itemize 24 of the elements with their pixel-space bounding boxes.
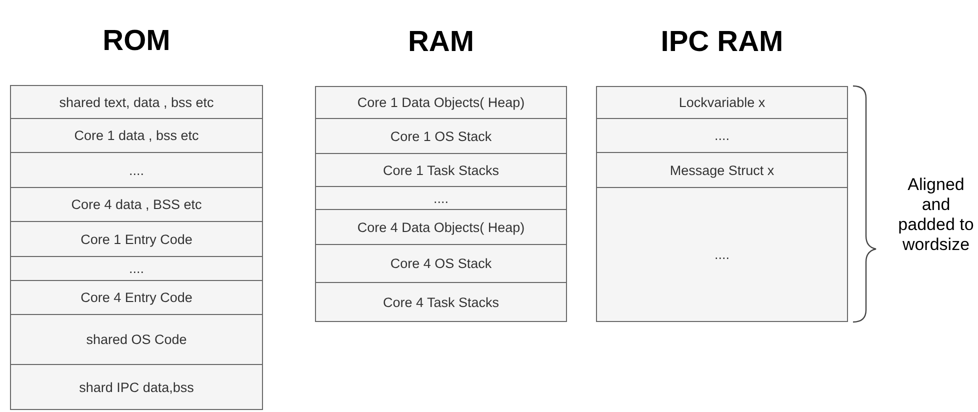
- memory-section: shared text, data , bss etc: [10, 85, 263, 119]
- memory-section: ....: [596, 118, 848, 153]
- memory-section: Core 4 Task Stacks: [315, 282, 567, 322]
- memory-section: ....: [315, 186, 567, 210]
- memory-section: Core 1 Task Stacks: [315, 153, 567, 187]
- column-heading: IPC RAM: [660, 26, 784, 59]
- memory-section: shared OS Code: [10, 314, 263, 365]
- memory-section: ....: [10, 152, 263, 188]
- memory-section: Core 4 Entry Code: [10, 280, 263, 315]
- memory-section: Core 1 OS Stack: [315, 118, 567, 154]
- memory-section: Message Struct x: [596, 152, 848, 188]
- memory-section: Core 1 data , bss etc: [10, 118, 263, 153]
- memory-section: shard IPC data,bss: [10, 364, 263, 410]
- memory-section: Core 4 data , BSS etc: [10, 187, 263, 222]
- column-heading: RAM: [406, 26, 476, 59]
- memory-section: Core 1 Data Objects( Heap): [315, 86, 567, 119]
- memory-section: Core 1 Entry Code: [10, 221, 263, 257]
- memory-section: Lockvariable x: [596, 86, 848, 119]
- column-heading: ROM: [102, 25, 172, 58]
- memory-section: ....: [596, 187, 848, 322]
- memory-section: ....: [10, 256, 263, 281]
- annotation-text: Aligned and padded to wordsize: [898, 175, 974, 255]
- memory-section: Core 4 OS Stack: [315, 244, 567, 283]
- memory-section: Core 4 Data Objects( Heap): [315, 209, 567, 245]
